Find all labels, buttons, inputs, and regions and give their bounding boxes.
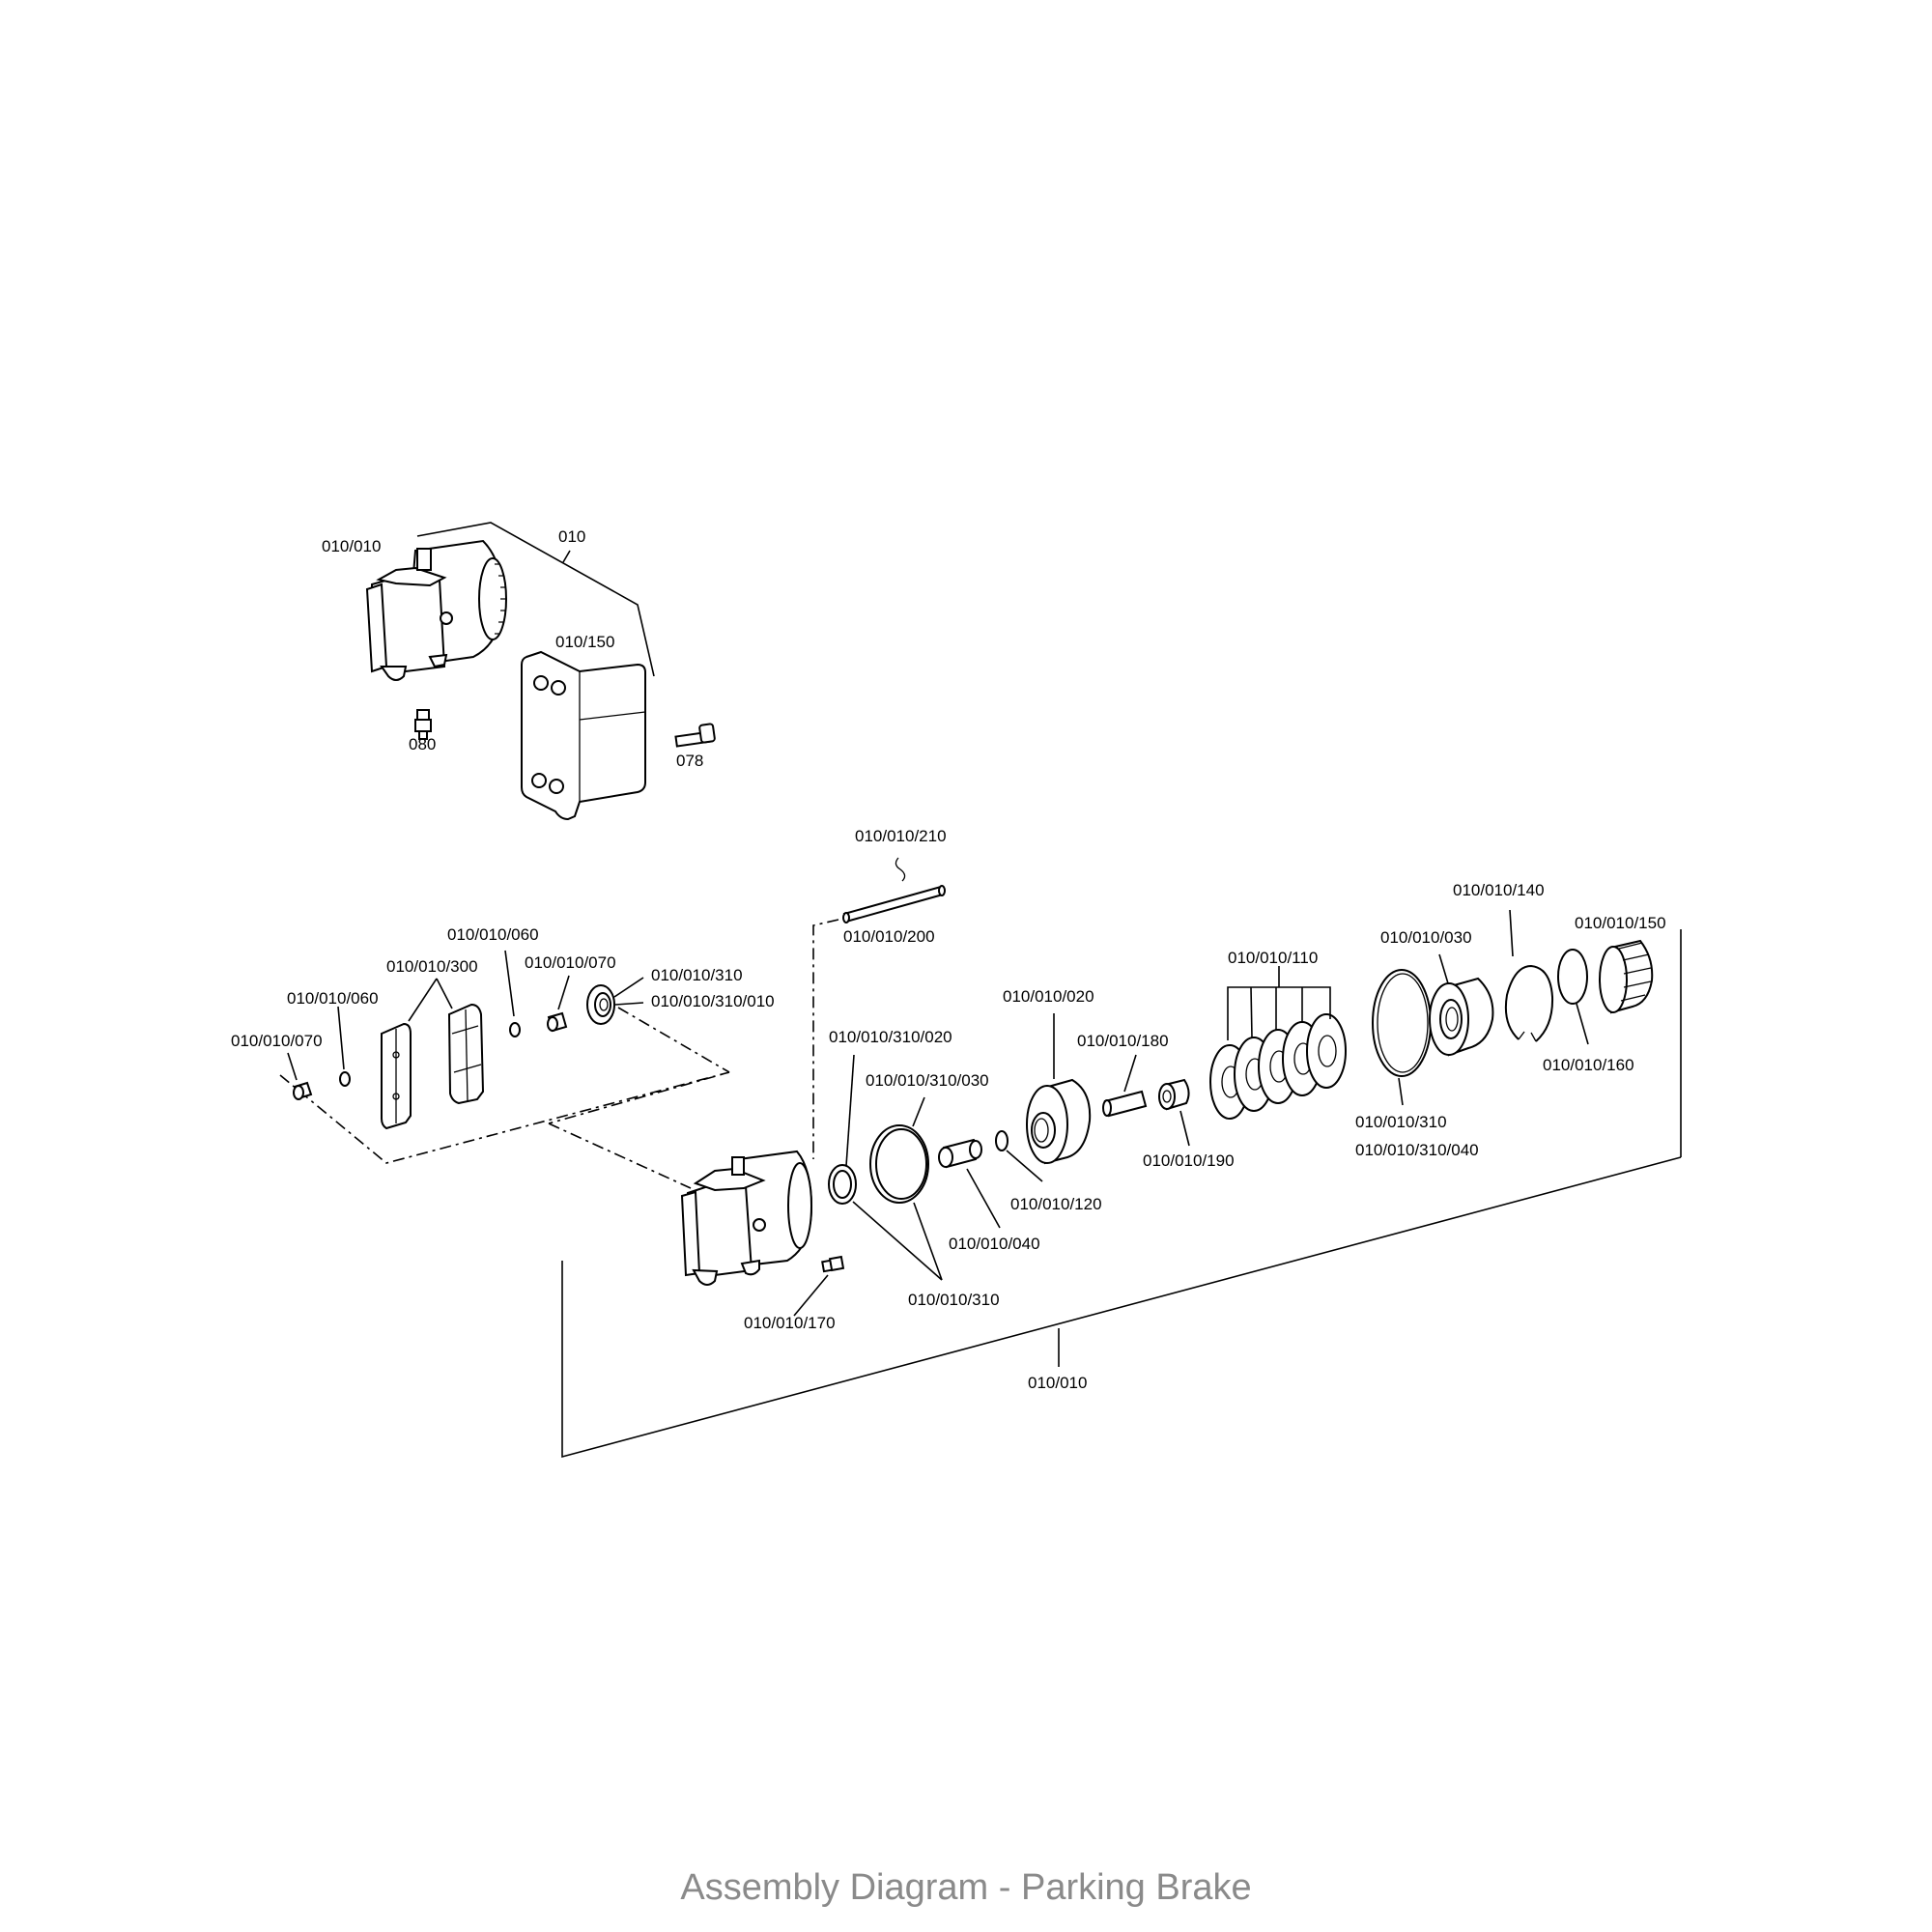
pin-200[interactable] (842, 885, 946, 923)
leader-washer-upper (504, 950, 515, 1017)
label-bushing-040: 010/010/040 (949, 1235, 1040, 1253)
label-adjuster-nut: 010/010/150 (1575, 914, 1666, 932)
bolt-180[interactable] (1102, 1090, 1148, 1118)
leader-seal-kit-a-item (614, 1002, 644, 1006)
brake-pad-300-a[interactable] (381, 1022, 412, 1130)
label-spring-washers: 010/010/110 (1228, 949, 1318, 967)
label-top-assembly: 010/010 (322, 537, 381, 555)
o-ring-310-040[interactable] (1372, 969, 1432, 1077)
leader-pads-a (408, 978, 438, 1022)
bracket-010-150[interactable] (521, 650, 646, 821)
leader-ring-120 (1006, 1150, 1043, 1182)
label-seal-kit-b: 010/010/310 (1355, 1113, 1447, 1131)
label-bearing: 010/010/030 (1380, 928, 1472, 947)
label-washer-lower: 010/010/060 (287, 989, 379, 1008)
leader-washer-lower (337, 1006, 345, 1070)
circlip-140[interactable] (1504, 964, 1554, 1042)
leader-o-ring-310 (1398, 1077, 1404, 1106)
ring-120[interactable] (995, 1130, 1009, 1151)
label-piston: 010/010/020 (1003, 987, 1094, 1006)
washer-060-upper[interactable] (509, 1022, 521, 1037)
label-seal-kit-b-item: 010/010/310/040 (1355, 1141, 1479, 1159)
label-circlip: 010/010/140 (1453, 881, 1545, 899)
seal-310-upper[interactable] (586, 984, 615, 1025)
bleeder-170[interactable] (821, 1255, 845, 1273)
label-sleeve-upper: 010/010/070 (525, 953, 616, 972)
label-grease-nipple: 080 (409, 735, 436, 753)
leader-assembly (416, 522, 655, 677)
adjuster-nut-150[interactable] (1599, 939, 1654, 1014)
axis-line-upper (617, 1007, 730, 1073)
bolt-078[interactable] (674, 723, 716, 748)
leader-seal-030 (912, 1096, 925, 1127)
label-seal-kit-a: 010/010/310 (651, 966, 743, 984)
nut-190[interactable] (1158, 1078, 1190, 1111)
sleeve-070-lower[interactable] (293, 1081, 313, 1100)
leader-bearing (1438, 953, 1449, 984)
seal-310-020[interactable] (828, 1164, 857, 1205)
label-nut-190: 010/010/190 (1143, 1151, 1235, 1170)
label-pin: 010/010/200 (843, 927, 935, 946)
bushing-040[interactable] (938, 1138, 982, 1169)
o-ring-160[interactable] (1557, 949, 1588, 1005)
diagram-caption: Assembly Diagram - Parking Brake (680, 1867, 1251, 1908)
label-washer-upper: 010/010/060 (447, 925, 539, 944)
label-seal-020: 010/010/310/020 (829, 1028, 952, 1046)
label-seal-kit-c: 010/010/310 (908, 1291, 1000, 1309)
label-seal-kit-a-item: 010/010/310/010 (651, 992, 775, 1010)
axis-line-to-caliper (548, 1122, 692, 1189)
seal-310-030[interactable] (869, 1124, 929, 1204)
bearing-030[interactable] (1429, 977, 1494, 1057)
brake-pad-300-b[interactable] (447, 1003, 485, 1105)
leader-main-assembly (561, 1156, 1682, 1459)
label-assembly: 010 (558, 527, 585, 546)
grease-nipple-080[interactable] (414, 709, 432, 740)
label-bolt: 078 (676, 752, 703, 770)
piston-020[interactable] (1026, 1078, 1092, 1165)
leader-bleeder (793, 1274, 829, 1317)
label-bleeder: 010/010/170 (744, 1314, 836, 1332)
sleeve-070-upper[interactable] (547, 1011, 568, 1033)
leader-spring-washers-2 (1250, 986, 1253, 1038)
label-o-ring-160: 010/010/160 (1543, 1056, 1634, 1074)
leader-seal-kit-a (613, 977, 644, 998)
pin-clip-210[interactable] (895, 857, 906, 882)
leader-seal-kit-c-b (913, 1202, 943, 1281)
leader-o-ring-160 (1576, 1003, 1589, 1045)
leader-nut-190 (1179, 1110, 1190, 1147)
leader-seal-kit-c-a (852, 1201, 943, 1281)
leader-sleeve-upper (557, 975, 570, 1010)
leader-assembly-tick (562, 550, 571, 563)
leader-seal-020 (845, 1054, 855, 1167)
pin-axis-line (812, 919, 839, 1159)
spring-washers-110[interactable] (1209, 1013, 1347, 1120)
caliper-top[interactable] (365, 539, 507, 681)
leader-sleeve-lower (287, 1052, 298, 1081)
leader-bolt-180 (1123, 1054, 1137, 1093)
label-sleeve-lower: 010/010/070 (231, 1032, 323, 1050)
label-seal-030: 010/010/310/030 (866, 1071, 989, 1090)
label-bolt-180: 010/010/180 (1077, 1032, 1169, 1050)
leader-circlip (1509, 909, 1514, 957)
label-pin-clip: 010/010/210 (855, 827, 947, 845)
leader-bushing-040 (966, 1168, 1001, 1229)
leader-pads-b (436, 978, 453, 1009)
axis-line-left (279, 1071, 730, 1164)
label-main-assembly: 010/010 (1028, 1374, 1087, 1392)
label-ring-120: 010/010/120 (1010, 1195, 1102, 1213)
washer-060-lower[interactable] (339, 1071, 351, 1087)
label-bracket: 010/150 (555, 633, 614, 651)
label-pads: 010/010/300 (386, 957, 478, 976)
caliper-main[interactable] (680, 1150, 813, 1286)
